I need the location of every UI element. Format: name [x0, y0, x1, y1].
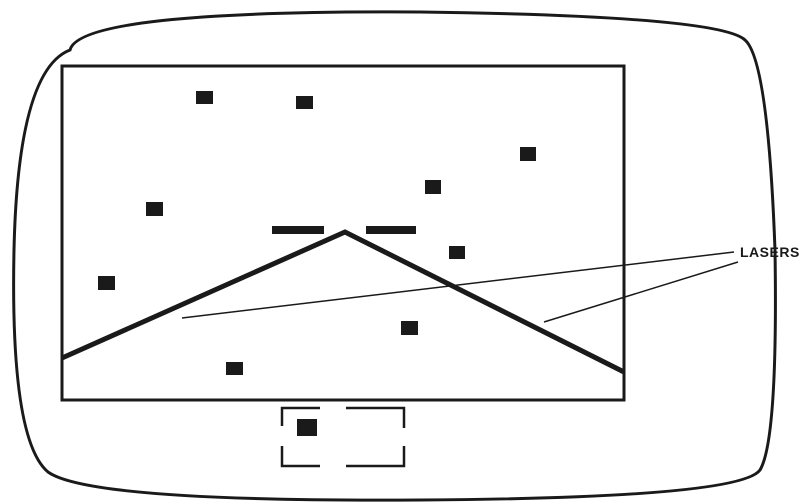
enemy-block — [520, 147, 536, 161]
enemy-block — [425, 180, 441, 194]
enemy-block — [401, 321, 418, 335]
enemy-block — [226, 362, 243, 375]
enemy-block — [449, 246, 465, 259]
scanner-blip — [297, 419, 317, 436]
enemy-block — [196, 91, 213, 104]
callout-label-lasers: LASERS — [740, 244, 800, 260]
laser-beam-pair — [62, 232, 624, 372]
enemy-block — [146, 202, 163, 216]
callout-leader-left — [182, 252, 734, 318]
scanner-box — [282, 408, 404, 466]
target-bar-left — [272, 226, 324, 234]
enemy-block — [98, 276, 115, 290]
target-bar-right — [366, 226, 416, 234]
enemy-block — [296, 96, 313, 109]
